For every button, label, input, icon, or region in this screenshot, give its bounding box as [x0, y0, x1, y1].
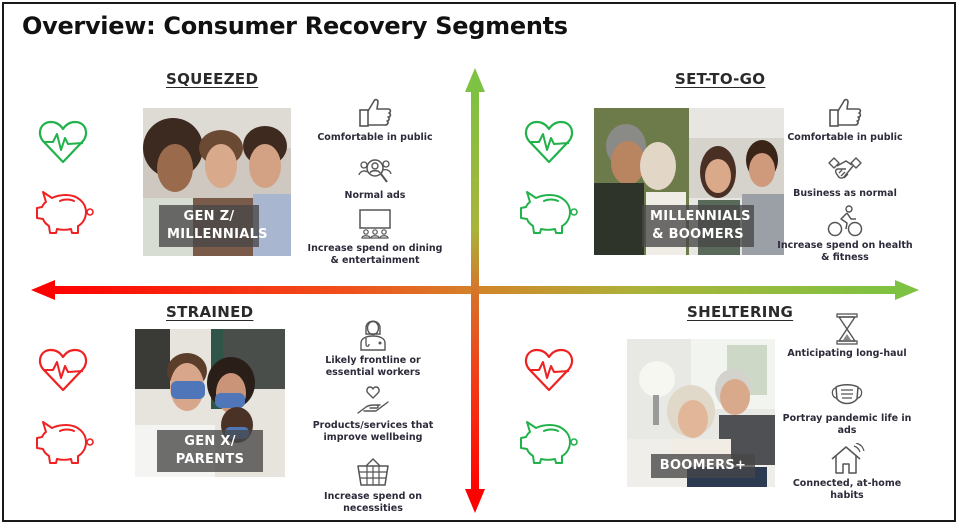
- savings-piggy-bank-icon: [520, 421, 578, 464]
- health-heart-icon: [524, 120, 574, 164]
- trait-item: Comfortable in public: [775, 97, 915, 144]
- photo-label-line: GEN X/: [184, 434, 236, 449]
- trait-item: Products/services that improve wellbeing: [303, 385, 443, 444]
- people-photo-icon: [594, 108, 784, 255]
- segment-photo-sheltering: BOOMERS+: [627, 339, 775, 487]
- heart-in-hand-icon: [357, 386, 389, 414]
- trait-text: Portray pandemic life in ads: [782, 413, 912, 436]
- trait-text: Connected, at-home habits: [792, 478, 902, 501]
- trait-text: Anticipating long-haul: [787, 348, 907, 359]
- savings-piggy-bank-icon: [520, 191, 578, 234]
- smart-home-icon: [831, 443, 865, 474]
- photo-label-squeezed: GEN Z/ MILLENNIALS: [159, 205, 268, 247]
- savings-piggy-bank-icon: [36, 421, 94, 464]
- segment-title-strained: STRAINED: [166, 303, 254, 321]
- trait-text: Normal ads: [344, 190, 406, 201]
- axis-arrow-up: [465, 68, 485, 92]
- savings-piggy-bank-icon: [36, 191, 94, 234]
- shopping-basket-icon: [357, 458, 389, 486]
- photo-label-strained: GEN X/ PARENTS: [157, 430, 263, 472]
- photo-label-set-to-go: MILLENNIALS & BOOMERS: [642, 205, 754, 247]
- trait-item: Business as normal: [775, 153, 915, 200]
- axis-arrow-right: [895, 280, 919, 300]
- thumbs-up-icon: [359, 98, 392, 127]
- cinema-screen-icon: [359, 209, 391, 239]
- trait-item: Portray pandemic life in ads: [777, 378, 917, 437]
- thumbs-up-icon: [829, 98, 862, 127]
- trait-text: Increase spend on necessities: [324, 491, 422, 514]
- photo-label-line: MILLENNIALS: [650, 209, 751, 224]
- page-title: Overview: Consumer Recovery Segments: [22, 12, 568, 40]
- health-heart-icon: [38, 120, 88, 164]
- trait-item: Normal ads: [305, 155, 445, 202]
- segment-photo-strained: GEN X/ PARENTS: [135, 329, 285, 477]
- photo-label-line: MILLENNIALS: [167, 227, 268, 242]
- trait-text: Comfortable in public: [317, 132, 433, 143]
- trait-text: Business as normal: [793, 188, 897, 199]
- trait-text: Comfortable in public: [787, 132, 903, 143]
- trait-text: Products/services that improve wellbeing: [312, 420, 434, 443]
- trait-item: Likely frontline or essential workers: [303, 314, 443, 379]
- photo-label-line: & BOOMERS: [652, 227, 744, 242]
- trait-item: Anticipating long-haul: [777, 313, 917, 360]
- handshake-icon: [828, 157, 862, 179]
- healthcare-worker-icon: [360, 320, 386, 351]
- trait-text: Likely frontline or essential workers: [325, 355, 421, 378]
- axis-arrow-down: [465, 489, 485, 513]
- photo-label-line: PARENTS: [175, 452, 245, 467]
- segment-title-set-to-go: SET-TO-GO: [675, 70, 766, 88]
- health-heart-icon: [524, 348, 574, 392]
- audience-search-icon: [358, 159, 392, 183]
- trait-text: Increase spend on dining & entertainment: [307, 243, 443, 266]
- segment-photo-set-to-go: MILLENNIALS & BOOMERS: [594, 108, 784, 255]
- trait-item: Comfortable in public: [305, 97, 445, 144]
- trait-text: Increase spend on health & fitness: [777, 240, 913, 263]
- photo-label-line: GEN Z/: [183, 209, 235, 224]
- trait-item: Connected, at-home habits: [777, 443, 917, 502]
- hourglass-icon: [836, 313, 858, 345]
- vertical-axis: [471, 86, 479, 496]
- segment-title-sheltering: SHELTERING: [687, 303, 794, 321]
- trait-item: Increase spend on necessities: [303, 456, 443, 515]
- photo-label-sheltering: BOOMERS+: [651, 454, 755, 478]
- cyclist-icon: [827, 205, 863, 237]
- photo-label-line: BOOMERS+: [659, 458, 747, 473]
- trait-item: Increase spend on health & fitness: [775, 205, 915, 264]
- trait-item: Increase spend on dining & entertainment: [305, 208, 445, 267]
- segment-title-squeezed: SQUEEZED: [166, 70, 259, 88]
- health-heart-icon: [38, 348, 88, 392]
- face-mask-icon: [831, 384, 863, 405]
- axis-arrow-left: [31, 280, 55, 300]
- segment-photo-squeezed: GEN Z/ MILLENNIALS: [143, 108, 291, 256]
